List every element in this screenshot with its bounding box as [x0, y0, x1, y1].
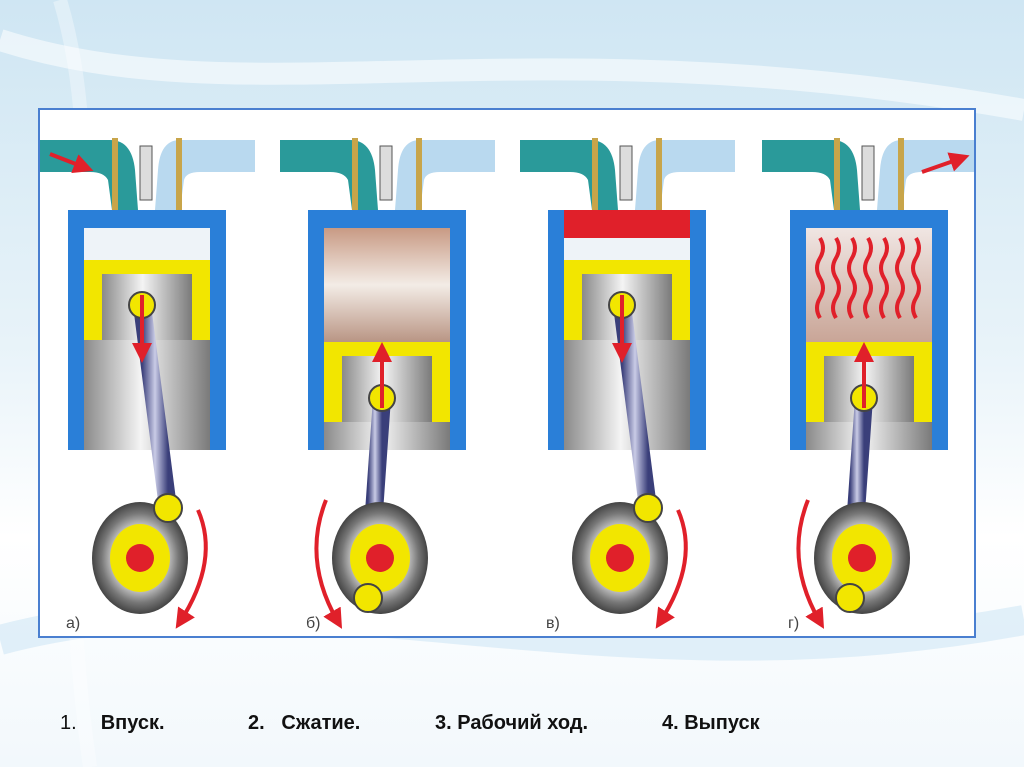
connecting-rod	[613, 296, 657, 517]
panel-intake: а)	[40, 138, 255, 632]
exhaust-pipe	[155, 140, 255, 210]
crank-center	[366, 544, 394, 572]
exhaust-valve	[176, 138, 182, 218]
intake-pipe	[762, 140, 860, 210]
intake-pipe	[280, 140, 378, 210]
exhaust-gas-wave	[815, 236, 825, 320]
exhaust-pipe	[635, 140, 735, 210]
intake-pipe	[520, 140, 618, 210]
ignition-flash	[564, 210, 690, 238]
spark-plug	[379, 145, 393, 201]
caption-intake: 1. Впуск.	[60, 712, 165, 735]
connecting-rod	[133, 296, 177, 517]
caption-label: Впуск.	[100, 712, 165, 734]
crank-pin	[633, 493, 663, 523]
cylinder-wall	[308, 210, 466, 450]
exhaust-pipe	[395, 140, 495, 210]
crank-pin	[835, 583, 865, 613]
caption-exhaust: 4. Выпуск	[662, 712, 760, 735]
rotation-arrow	[314, 499, 343, 629]
spark-plug	[861, 145, 875, 201]
crank-pin	[353, 583, 383, 613]
exhaust-gas-wave	[895, 236, 905, 320]
intake-valve	[592, 138, 598, 218]
spark-plug	[139, 145, 153, 201]
exhaust-pipe	[877, 140, 974, 210]
exhaust-gas-wave	[847, 236, 857, 320]
combustion-chamber	[84, 228, 210, 260]
exhaust-flow-arrow	[921, 152, 970, 174]
cylinder-wall	[68, 210, 226, 450]
panel-letter-label: в)	[546, 615, 560, 632]
cylinder-wall	[790, 210, 948, 450]
cylinder-wall	[548, 210, 706, 450]
caption-compression: 2. Сжатие.	[248, 712, 360, 735]
caption-number: 1.	[60, 712, 77, 734]
caption-label: Сжатие.	[281, 712, 361, 734]
combustion-chamber	[324, 228, 450, 342]
rotation-arrow	[796, 499, 825, 629]
caption-label: 4. Выпуск	[662, 712, 760, 734]
crank-center	[126, 544, 154, 572]
intake-valve	[834, 138, 840, 218]
exhaust-gas-wave	[831, 236, 841, 320]
engine-strokes-diagram: а) б) в) г)	[40, 138, 974, 632]
panel-letter-label: а)	[66, 615, 80, 632]
caption-power: 3. Рабочий ход.	[435, 712, 588, 735]
rotation-arrow	[655, 509, 688, 629]
intake-flow-arrow	[49, 152, 94, 173]
panel-compression: б)	[280, 138, 495, 632]
crank-center	[606, 544, 634, 572]
exhaust-gas-wave	[863, 236, 873, 320]
intake-valve	[112, 138, 118, 218]
exhaust-gas-wave	[911, 236, 921, 320]
intake-valve	[352, 138, 358, 218]
exhaust-valve	[416, 138, 422, 218]
intake-pipe	[40, 140, 138, 210]
panel-letter-label: г)	[788, 615, 799, 632]
caption-number: 2.	[248, 712, 265, 734]
panel-exhaust: г)	[762, 138, 974, 632]
exhaust-valve	[656, 138, 662, 218]
panel-letter-label: б)	[306, 615, 321, 632]
engine-strokes-figure: а) б) в) г)	[38, 108, 976, 638]
stroke-captions: 1. Впуск. 2. Сжатие. 3. Рабочий ход. 4. В…	[60, 712, 960, 742]
crank-pin	[153, 493, 183, 523]
exhaust-valve	[898, 138, 904, 218]
caption-label: 3. Рабочий ход.	[435, 712, 589, 734]
panel-power: в)	[520, 138, 735, 632]
spark-plug	[619, 145, 633, 201]
rotation-arrow	[175, 509, 208, 629]
crank-center	[848, 544, 876, 572]
exhaust-gas-wave	[879, 236, 889, 320]
